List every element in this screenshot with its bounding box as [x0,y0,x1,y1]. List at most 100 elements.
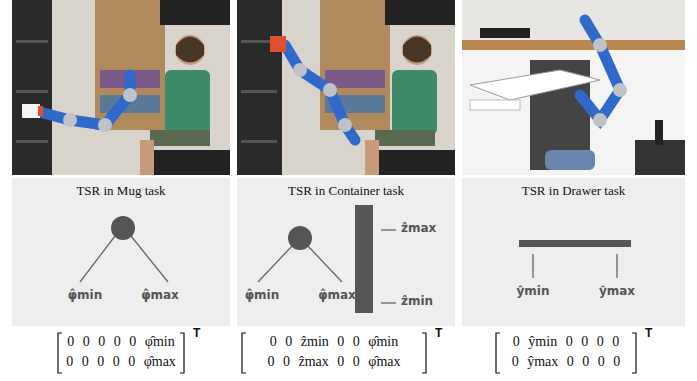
matrix-bracket-part [632,333,636,373]
photo-container-part [270,36,286,52]
matrix-row: 0 ŷmax 0 0 0 0 [512,354,621,370]
photo-mug-part [165,70,210,135]
panel-ground-part [462,178,685,326]
photo-mug-part [12,0,52,175]
photo-container-part [403,37,431,63]
matrix-row: 0 0 0 0 0 φ̂min [67,334,174,350]
matrix-bracket [58,333,636,373]
tsr-panel: TSR in Mug task [12,178,230,218]
photo-mug-part [40,75,130,125]
photo-drawer-part [480,28,530,38]
offset-label: ŷmin [517,285,550,299]
matrix-bracket-part [422,333,426,373]
photo-container-part [237,0,282,175]
container-tsr-part [288,226,312,250]
angle-label: φ̂min [68,289,103,303]
drawer-tsr-part [532,254,533,278]
photo-drawer-part [655,120,663,145]
drawer-tsr-part [616,254,617,278]
drawer-tsr [519,240,631,278]
photo-mug-part [16,140,48,143]
photo-drawer-part [613,83,627,97]
photo-container-part [237,0,455,175]
photo-mug-part [150,150,230,175]
panel-ground-part [237,178,455,326]
photo-mug-part [16,40,48,43]
photo-container [237,0,455,175]
photo-drawer-part [470,100,520,110]
photo-mug-part [95,0,165,130]
matrix-bracket-part [496,333,500,373]
photo-drawer-part [462,40,685,50]
matrix-bracket-part [58,333,62,373]
photo-container-part [375,150,455,175]
photo-mug-part [140,140,154,175]
matrix-row: 0 0 0 0 0 φ̂max [66,354,176,370]
photo-container-part [320,0,390,130]
matrix-bracket-part [180,333,184,373]
photo-container-part [402,35,432,65]
photo-mug-part [176,37,204,63]
photo-container-part [392,70,437,135]
transpose-mark: T [435,327,442,341]
photo-mug [12,0,230,175]
photo-mug-part [123,88,137,102]
mug-tsr [80,216,168,282]
transpose-mark: T [193,327,200,341]
mug-tsr-part [111,216,135,240]
photo-drawer-part [462,0,685,175]
photo-drawer-part [593,113,607,127]
photo-container-part [293,63,307,77]
photo-drawer-part [462,50,685,175]
container-tsr-part [308,246,342,282]
photo-container-part [385,0,455,25]
photo-drawer-part [593,38,607,52]
panel-title: TSR in Mug task [12,183,230,199]
photo-mug-part [160,0,230,25]
photo-container-part [365,140,379,175]
photo-mug-part [16,90,48,93]
container-tsr-part [258,246,292,282]
photo-container-part [241,140,277,143]
tsr-panel: TSR in Container task [237,178,455,218]
photo-mug-part [38,106,43,116]
photo-mug-part [98,118,112,132]
offset-label: ŷmax [599,285,635,299]
matrix-row: 0 0 ẑmax 0 0 φ̂max [267,354,400,370]
mug-tsr-part [80,236,115,282]
photo-container-part [323,83,337,97]
photo-container-part [285,45,355,140]
photo-mug-part [175,35,205,65]
photo-container-part [375,130,435,146]
panel-title: TSR in Drawer task [462,183,685,199]
photo-container-part [241,90,277,93]
photo-drawer [462,0,685,175]
photo-drawer-part [635,140,685,175]
drawer-tsr-part [519,240,631,247]
container-tsr-part [381,229,396,230]
photo-drawer-part [545,150,595,170]
photo-mug-part [63,113,77,127]
matrix-bracket-part [242,333,246,373]
photo-mug-part [22,104,40,118]
photo-drawer-part [580,20,620,120]
transpose-mark: T [645,327,652,341]
tsr-panel: TSR in Drawer task [462,178,685,218]
photo-mug-part [150,130,210,146]
angle-label: φ̂max [141,289,179,303]
matrix-row: 0 ŷmin 0 0 0 0 [513,334,619,350]
photo-mug-part [12,0,230,175]
height-label: ẑmax [401,222,436,236]
panel-ground-part [12,178,230,326]
mug-tsr-part [131,236,168,282]
height-label: ẑmin [401,295,433,309]
container-tsr-part [381,302,396,303]
angle-label: φ̂max [318,289,356,303]
angle-label: φ̂min [245,289,280,303]
photo-container-part [338,118,352,132]
panel-ground [12,178,685,326]
container-tsr-part [355,205,373,313]
panel-title: TSR in Container task [237,183,455,199]
matrix-row: 0 0 ẑmin 0 0 φ̂min [270,334,398,350]
